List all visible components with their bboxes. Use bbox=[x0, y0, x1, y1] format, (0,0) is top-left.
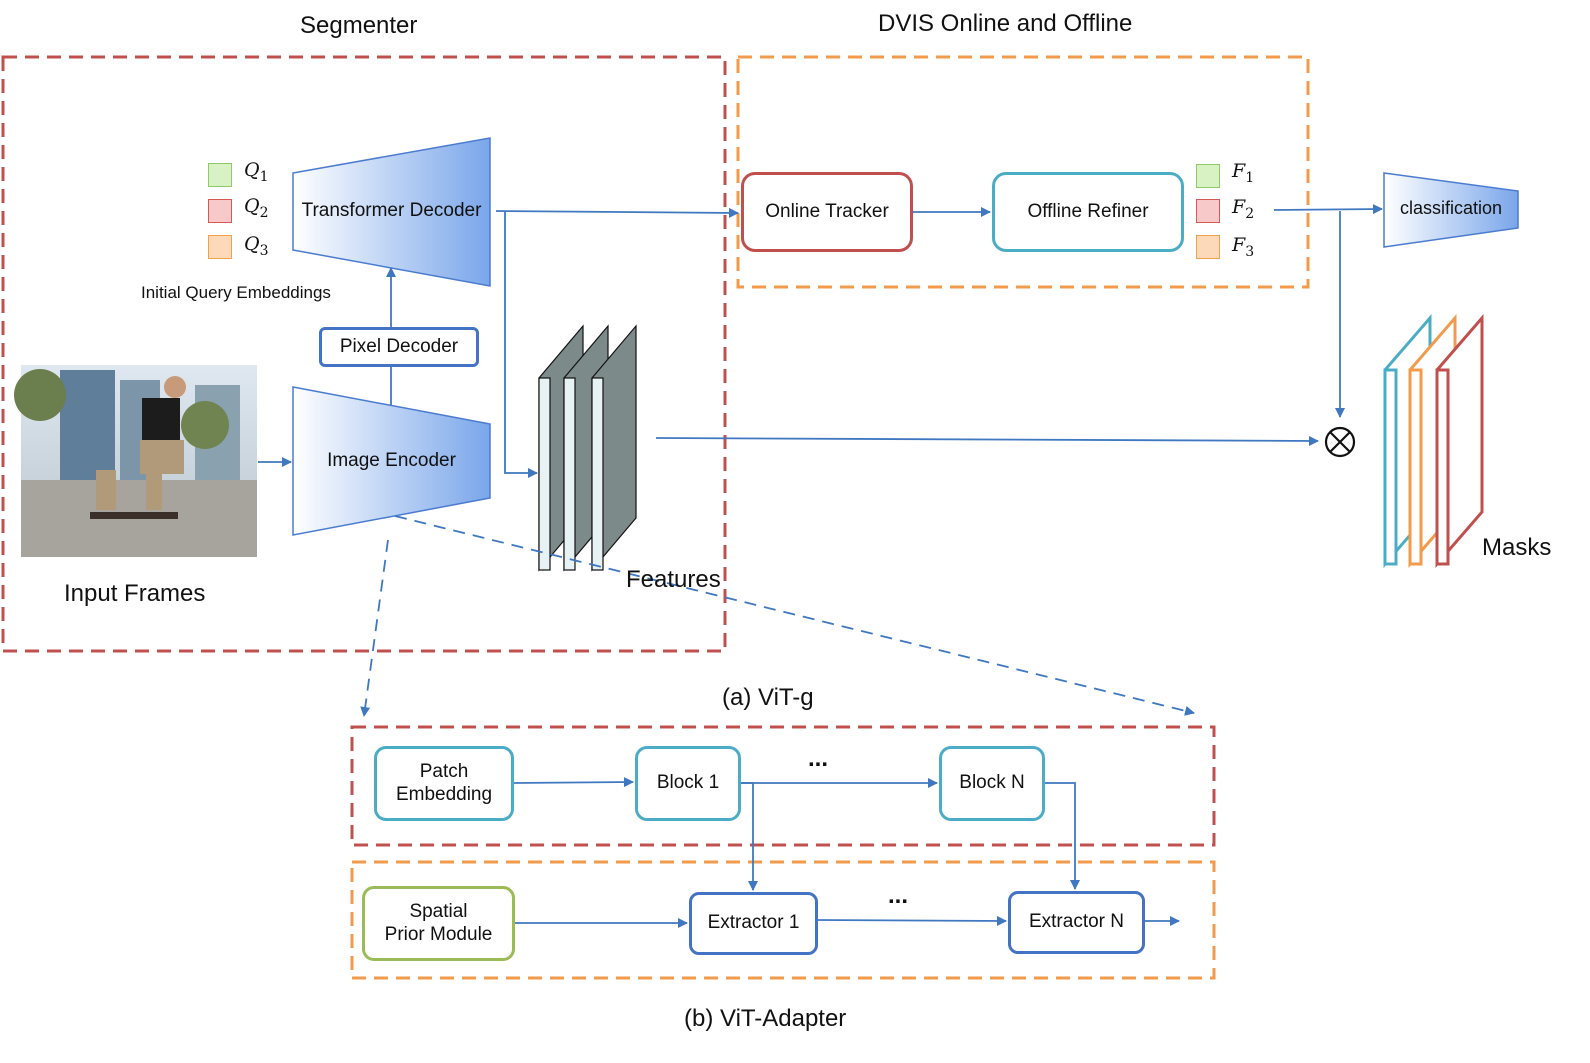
spatial-prior-label-2: Prior Module bbox=[384, 923, 493, 945]
patch-embedding-label-2: Embedding bbox=[395, 783, 493, 805]
online-tracker-box: Online Tracker bbox=[741, 172, 913, 252]
initial-query-label: Initial Query Embeddings bbox=[141, 283, 331, 302]
features-label: Features bbox=[626, 566, 721, 593]
vitadapter-caption: (b) ViT-Adapter bbox=[684, 1005, 847, 1032]
block-n-box: Block N bbox=[939, 746, 1045, 821]
query-1-label: Q1 bbox=[244, 159, 269, 185]
masks-label: Masks bbox=[1482, 534, 1552, 561]
query-2-label: Q2 bbox=[244, 195, 269, 221]
vitg-caption: (a) ViT-g bbox=[722, 684, 814, 711]
patch-embedding-label-1: Patch bbox=[419, 760, 469, 782]
spatial-prior-label-1: Spatial bbox=[409, 900, 468, 922]
extractor-1-label: Extractor 1 bbox=[707, 912, 800, 934]
query-2-square bbox=[208, 199, 232, 223]
mask-slices bbox=[1383, 313, 1484, 569]
transformer-decoder-label: Transformer Decoder bbox=[301, 200, 482, 221]
transformer-decoder-shape bbox=[292, 137, 491, 287]
dvis-title: DVIS Online and Offline bbox=[878, 10, 1133, 37]
segmenter-frame bbox=[1, 55, 727, 653]
online-tracker-label: Online Tracker bbox=[765, 200, 889, 222]
vitg-frame bbox=[350, 725, 1216, 847]
extractor-1-box: Extractor 1 bbox=[689, 892, 818, 955]
pixel-decoder-box: Pixel Decoder bbox=[319, 327, 479, 367]
output-2-square bbox=[1196, 199, 1220, 223]
extractor-n-box: Extractor N bbox=[1008, 891, 1145, 954]
offline-refiner-box: Offline Refiner bbox=[992, 172, 1184, 252]
feature-slices bbox=[538, 324, 637, 572]
image-encoder-label: Image Encoder bbox=[327, 450, 456, 471]
multiply-icon bbox=[1324, 426, 1356, 458]
block-1-box: Block 1 bbox=[635, 746, 741, 821]
output-3-square bbox=[1196, 235, 1220, 259]
arrows bbox=[258, 204, 1383, 928]
spatial-prior-box: Spatial Prior Module bbox=[362, 886, 515, 961]
output-3-label: F3 bbox=[1232, 234, 1255, 260]
vitg-ellipsis: ... bbox=[808, 745, 829, 772]
extractor-n-label: Extractor N bbox=[1028, 911, 1125, 933]
patch-embedding-box: Patch Embedding bbox=[374, 746, 514, 821]
dashed-arrows bbox=[360, 515, 1195, 717]
block-1-label: Block 1 bbox=[656, 772, 720, 794]
query-1-square bbox=[208, 163, 232, 187]
output-1-square bbox=[1196, 164, 1220, 188]
output-1-label: F1 bbox=[1232, 160, 1255, 186]
adapter-frame bbox=[350, 860, 1216, 980]
block-n-label: Block N bbox=[959, 772, 1025, 794]
dvis-frame bbox=[736, 55, 1310, 289]
output-2-label: F2 bbox=[1232, 196, 1255, 222]
offline-refiner-label: Offline Refiner bbox=[1027, 200, 1149, 222]
pixel-decoder-label: Pixel Decoder bbox=[339, 335, 459, 357]
classification-label: classification bbox=[1399, 198, 1503, 218]
input-frames-label: Input Frames bbox=[64, 580, 206, 607]
segmenter-title: Segmenter bbox=[300, 12, 418, 39]
classification-shape bbox=[1383, 172, 1519, 248]
image-encoder-shape bbox=[292, 386, 491, 536]
adapter-ellipsis: ... bbox=[888, 882, 909, 909]
query-3-label: Q3 bbox=[244, 233, 269, 259]
query-3-square bbox=[208, 235, 232, 259]
input-frames-photo bbox=[14, 365, 257, 557]
